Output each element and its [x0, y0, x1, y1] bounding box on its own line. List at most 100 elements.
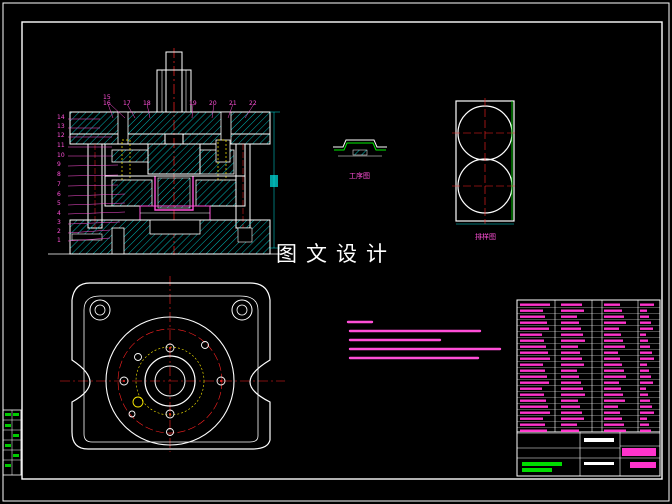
parts-list-cell-mark: [640, 387, 646, 390]
part-number-label: 2: [57, 228, 61, 235]
parts-list-cell-mark: [561, 321, 579, 324]
parts-list-cell-mark: [561, 381, 581, 384]
parts-list-cell-mark: [604, 309, 622, 312]
part-number-label: 20: [209, 100, 217, 107]
left-margin-stamp: [5, 413, 19, 467]
parts-list-cell-mark: [520, 399, 546, 402]
parts-list-cell-mark: [520, 357, 550, 360]
parts-list-cell-mark: [561, 363, 584, 366]
parts-list-cell-mark: [640, 417, 647, 420]
part-number-label: 17: [123, 100, 131, 107]
die-cavity: [144, 355, 196, 407]
parts-list-cell-mark: [561, 411, 582, 414]
parts-list-cell-mark: [520, 315, 545, 318]
parts-list-cell-mark: [604, 327, 619, 330]
parts-list-cell-mark: [561, 405, 580, 408]
part-number-label: 5: [57, 200, 61, 207]
part-number-label: 11: [57, 142, 65, 149]
parts-list-cell-mark: [561, 333, 583, 336]
parts-list-cell-mark: [561, 357, 582, 360]
title-block-marks: [522, 438, 656, 472]
part-number-label: 7: [57, 181, 61, 188]
parts-list-cell-mark: [520, 375, 547, 378]
parts-list-rows: [517, 303, 660, 434]
parts-list-cell-mark: [520, 321, 547, 324]
part-number-label: 18: [143, 100, 151, 107]
strip-layout-drawing: [452, 98, 518, 225]
parts-list-cell-mark: [604, 393, 623, 396]
parts-list-cell-mark: [561, 393, 585, 396]
watermark-text: 图文设计: [276, 242, 396, 266]
parts-list-cell-mark: [640, 327, 653, 330]
parts-list-cell-mark: [520, 363, 543, 366]
part-number-label: 3: [57, 219, 61, 226]
parts-list-cell-mark: [604, 405, 618, 408]
drawn-cup: [154, 176, 194, 211]
parts-list-cell-mark: [561, 315, 577, 318]
part-number-label: 12: [57, 132, 65, 139]
parts-list-cell-mark: [640, 411, 654, 414]
parts-list-cell-mark: [604, 357, 620, 360]
parts-list-cell-mark: [520, 417, 543, 420]
screw-holes: [119, 341, 226, 436]
parts-list-cell-mark: [561, 423, 577, 426]
part-number-label: 9: [57, 161, 61, 168]
parts-list-cell-mark: [520, 393, 544, 396]
parts-list-cell-mark: [604, 321, 626, 324]
parts-list-cell-mark: [604, 387, 621, 390]
die-outer-ring: [105, 316, 235, 446]
parts-list-cell-mark: [561, 327, 581, 330]
part-number-label: 8: [57, 171, 61, 178]
parts-list-cell-mark: [640, 399, 650, 402]
parts-list-cell-mark: [520, 351, 548, 354]
parts-list-cell-mark: [604, 423, 624, 426]
parts-list-cell-mark: [640, 429, 651, 432]
parts-list-cell-mark: [640, 375, 651, 378]
part-number-label: 15: [103, 94, 111, 101]
layout-caption: 排样图: [475, 233, 496, 241]
parts-list-cell-mark: [561, 309, 584, 312]
parts-list-cell-mark: [640, 321, 651, 324]
parts-list-cell-mark: [561, 351, 580, 354]
part-number-label: 16: [103, 100, 111, 107]
parts-list-cell-mark: [561, 345, 578, 348]
parts-list-cell-mark: [640, 369, 649, 372]
parts-list-cell-mark: [520, 423, 545, 426]
parts-list-cell-mark: [640, 381, 653, 384]
parts-list-cell-mark: [640, 309, 647, 312]
parts-list-cell-mark: [604, 351, 618, 354]
parts-list-table: [516, 299, 661, 477]
parts-list-cell-mark: [604, 333, 621, 336]
parts-list-cell-mark: [604, 363, 622, 366]
part-number-label: 4: [57, 210, 61, 217]
technical-notes: [346, 320, 502, 360]
parts-list-cell-mark: [640, 405, 652, 408]
parts-list-cell-mark: [561, 303, 582, 306]
parts-list-cell-mark: [604, 339, 623, 342]
parts-list-cell-mark: [604, 369, 624, 372]
upper-die-plate: [69, 111, 271, 135]
part-number-label: 19: [189, 100, 197, 107]
parts-list-cell-mark: [604, 375, 626, 378]
parts-list-cell-mark: [520, 381, 549, 384]
parts-list-cell-mark: [520, 411, 550, 414]
parts-list-cell-mark: [640, 363, 647, 366]
guide-bush-right: [231, 299, 253, 321]
parts-list-cell-mark: [604, 429, 626, 432]
parts-list-cell-mark: [561, 369, 577, 372]
parts-list-cell-mark: [520, 309, 543, 312]
parts-list-cell-mark: [561, 399, 578, 402]
parts-list-cell-mark: [640, 315, 649, 318]
part-number-label: 21: [229, 100, 237, 107]
lower-plate-outline: [71, 282, 271, 450]
parts-list-cell-mark: [561, 339, 585, 342]
parts-list-cell-mark: [520, 429, 547, 432]
parts-list-cell-mark: [604, 345, 625, 348]
part-number-label: 22: [249, 100, 257, 107]
parts-list-cell-mark: [604, 381, 619, 384]
workpiece-caption: 工序图: [349, 172, 370, 180]
plan-view: [60, 276, 285, 452]
part-number-label: 10: [57, 152, 65, 159]
parts-list-cell-mark: [640, 393, 648, 396]
